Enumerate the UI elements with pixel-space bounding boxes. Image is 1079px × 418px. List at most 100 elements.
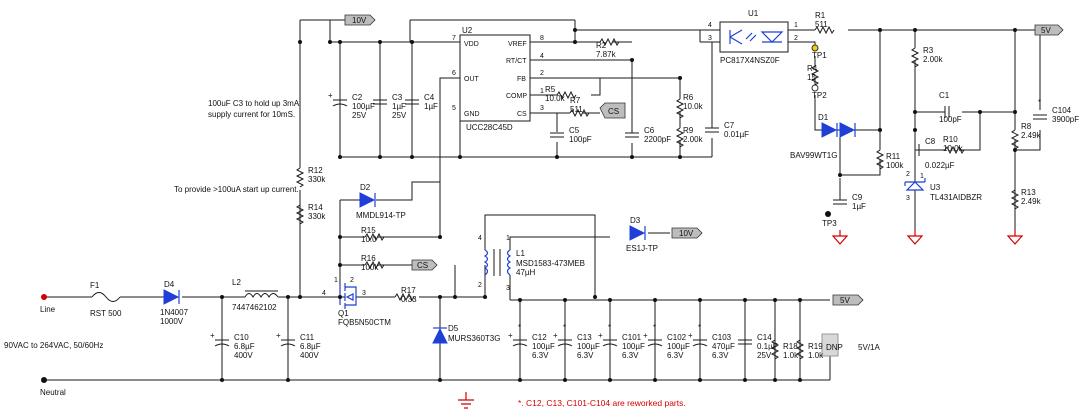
capacitor-value: 100µF	[577, 342, 600, 351]
resistor-value: 10.0	[361, 235, 377, 244]
note-reworked: *. C12, C13, C101-C104 are reworked part…	[518, 398, 686, 408]
resistor-ref: R6	[683, 93, 694, 102]
resistor-value: 511	[570, 105, 583, 114]
u2-ref: U2	[462, 26, 473, 35]
resistor-ref: R5	[545, 85, 556, 94]
resistor-ref: R13	[1021, 188, 1036, 197]
capacitor-ref: C7	[724, 121, 735, 130]
capacitor-ref: C5	[569, 126, 580, 135]
junction-dot	[573, 40, 577, 44]
capacitor-rating: 25V	[757, 351, 772, 360]
rework-mark: *	[563, 323, 566, 332]
diode-ref: D1	[818, 113, 829, 122]
diode-part: BAV99WT1G	[790, 151, 837, 160]
rework-mark: *	[1038, 98, 1041, 107]
junction-dot	[410, 155, 414, 159]
resistor-ref: R9	[683, 126, 694, 135]
capacitor-ref: C3	[392, 93, 403, 102]
u1-pin-2: 2	[794, 35, 798, 42]
resistor-ref: R18	[783, 342, 798, 351]
polarity-mark: +	[688, 331, 693, 340]
junction-dot	[913, 128, 917, 132]
note-hold-up: 100uF C3 to hold up 3mA	[208, 99, 300, 108]
net-10v-label-2: 10V	[679, 229, 694, 238]
f1-ref: F1	[90, 281, 100, 290]
junction-dot	[773, 298, 777, 302]
coupled-inductor: L1 MSD1583-473MEB 47µH 4 2 1 3	[478, 235, 585, 292]
l1-pin-2: 2	[478, 282, 482, 289]
output-connector: DNP 5V/1A	[821, 333, 880, 357]
junction-dot	[410, 40, 414, 44]
line-label: Line	[40, 305, 56, 314]
resistor-value: 15	[807, 73, 816, 82]
capacitor-value: 100µF	[667, 342, 690, 351]
capacitor-ref: C104	[1052, 106, 1072, 115]
test-points: TP1 TP2 TP3	[811, 44, 837, 228]
u3-ref: U3	[930, 183, 941, 192]
net-cs-label: CS	[608, 107, 619, 116]
u3-pin-1: 1	[920, 173, 924, 180]
resistor-ref: R1	[815, 11, 826, 20]
f1-part: RST 500	[90, 309, 122, 318]
capacitor-rating: 400V	[300, 351, 319, 360]
junction-dot	[608, 378, 612, 382]
q1-ref: Q1	[338, 309, 349, 318]
junction-dot	[338, 155, 342, 159]
capacitor-ref: C2	[352, 93, 363, 102]
capacitor-ref: C6	[644, 126, 655, 135]
junction-dot	[286, 378, 290, 382]
note-hold-up-2: supply current for 10mS.	[208, 110, 295, 119]
resistor-r3: R32.00k	[910, 46, 944, 68]
rework-mark: *	[518, 323, 521, 332]
net-flag-10v-top: 10V	[344, 14, 376, 26]
l2-part: 7447462102	[232, 303, 277, 312]
tp3-label: TP3	[822, 219, 837, 228]
junction-dot	[773, 378, 777, 382]
u2-pin-num-6: 6	[452, 70, 456, 77]
diodes-layer: D41N40071000VD2MMDL914-TPD3ES1J-TPD5MURS…	[160, 113, 856, 344]
capacitor-value: 100pF	[569, 135, 592, 144]
resistor-ref: R4	[807, 64, 818, 73]
resistor-ref: R12	[308, 166, 323, 175]
capacitor-ref: C14	[757, 333, 772, 342]
junction-dot	[483, 295, 487, 299]
polarity-mark: +	[276, 331, 281, 340]
diode-part: MMDL914-TP	[356, 211, 406, 220]
resistor-r9: R92.00k	[675, 126, 704, 148]
net-flag-cs-q1: CS	[411, 259, 438, 271]
optocoupler: U1 PC817X4NSZ0F 4 3 1 2	[708, 9, 798, 65]
resistor-value: 330k	[308, 212, 326, 221]
resistor-ref: R19	[808, 342, 823, 351]
note-startup: To provide >100uA start up current.	[174, 185, 299, 194]
u2-pin-out: OUT	[464, 76, 480, 83]
resistor-ref: R10	[943, 135, 958, 144]
tp2-label: TP2	[812, 91, 827, 100]
junction-dot	[698, 378, 702, 382]
junction-dot	[630, 155, 634, 159]
junction-dot	[978, 110, 982, 114]
rework-mark: *	[653, 323, 656, 332]
polarity-mark: +	[598, 331, 603, 340]
junction-dot	[698, 298, 702, 302]
q1-pin-1: 1	[334, 277, 338, 284]
capacitor-ref: C13	[577, 333, 592, 342]
resistor-value: 2.00k	[683, 135, 704, 144]
u1-ref: U1	[748, 9, 759, 18]
junction-dot	[518, 378, 522, 382]
capacitor-rating: 6.3V	[532, 351, 549, 360]
u1-pin-1: 1	[794, 22, 798, 29]
u2-pin-num-7: 7	[452, 35, 456, 42]
